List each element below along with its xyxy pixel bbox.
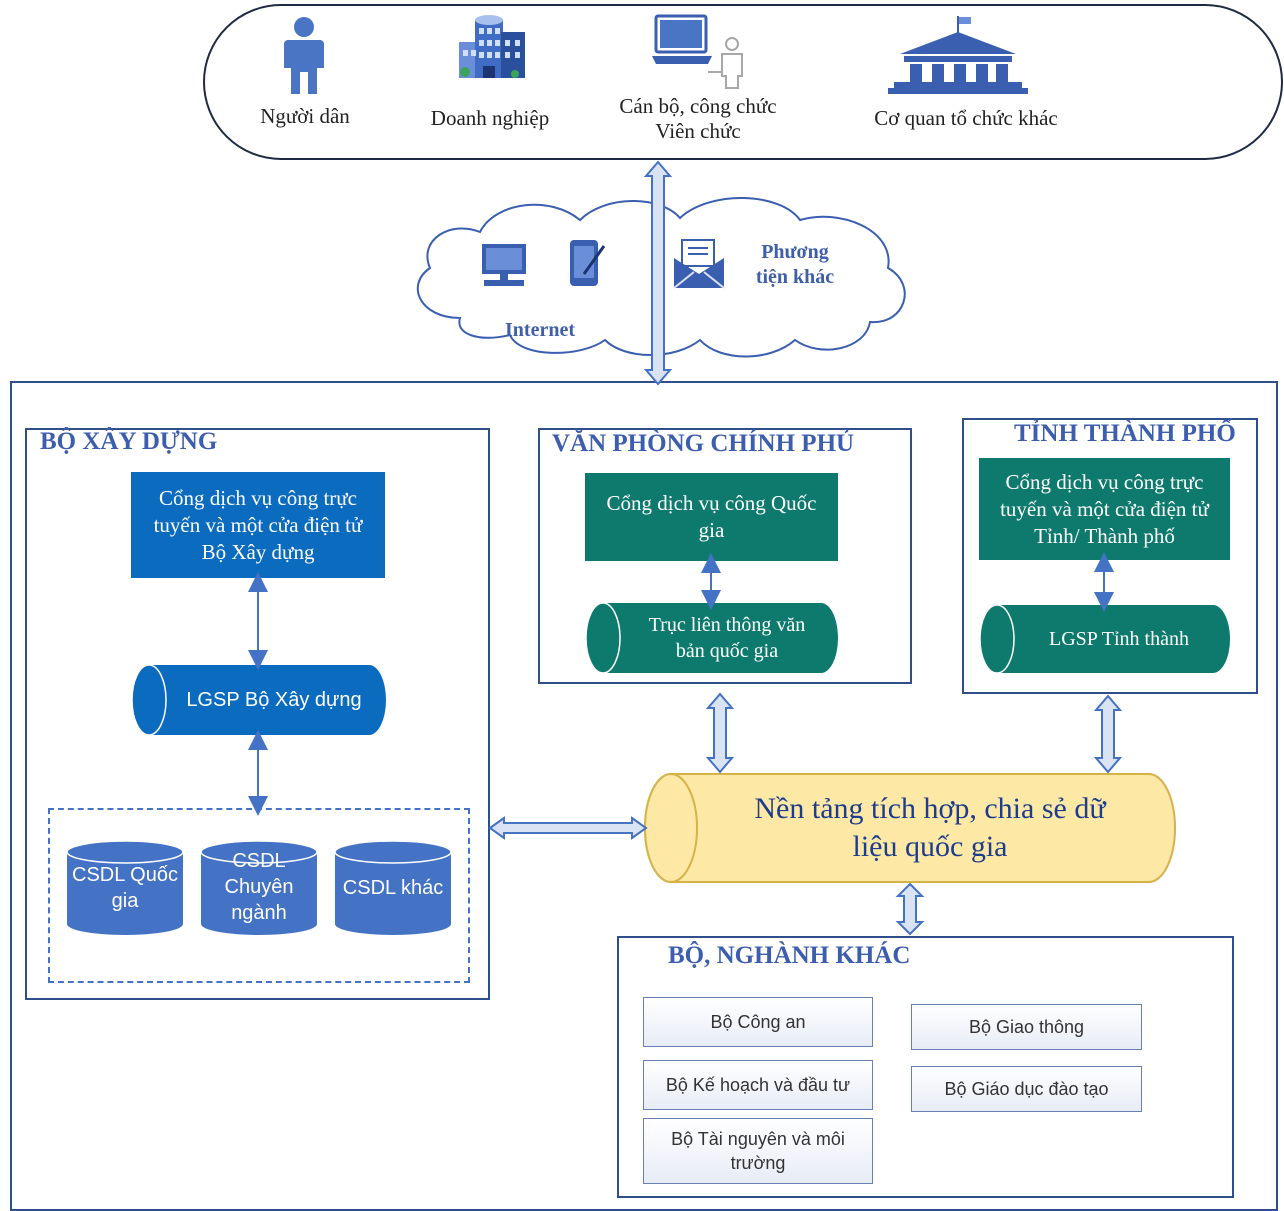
portal-bo-xay-dung-line1: Cổng dịch vụ công trực xyxy=(158,485,357,510)
database-national-line1: CSDL Quốc xyxy=(72,864,178,886)
actor-label-can-bo-line1: Cán bộ, công chức xyxy=(619,94,777,118)
portal-bo-xay-dung-line3: Bộ Xây dựng xyxy=(201,539,315,564)
database-cylinder-national xyxy=(66,840,184,935)
section-title-bo-nganh-khac: BỘ, NGHÀNH KHÁC xyxy=(668,942,911,969)
envelope-icon xyxy=(673,239,725,289)
database-national-label: CSDL Quốc gia xyxy=(66,858,184,918)
platform-label-line2: liệu quốc gia xyxy=(852,830,1008,863)
database-specialized-label: CSDL Chuyên ngành xyxy=(200,848,318,926)
desktop-computer-icon xyxy=(482,244,526,286)
government-building-icon xyxy=(888,16,1028,94)
ministry-tai-nguyen-line2: trường xyxy=(730,1153,786,1173)
laptop-user-icon xyxy=(652,14,743,89)
section-title-van-phong-chinh-phu: VĂN PHÒNG CHÍNH PHỦ xyxy=(552,430,855,457)
database-national-line2: gia xyxy=(111,890,139,912)
actor-label-can-bo: Cán bộ, công chức Viên chức xyxy=(598,94,798,144)
portal-tinh-thanh-pho: Cổng dịch vụ công trực tuyến và một cửa … xyxy=(979,458,1230,560)
portal-quoc-gia-line2: gia xyxy=(698,518,725,542)
tablet-pen-icon xyxy=(570,240,606,286)
actor-label-co-quan: Cơ quan tổ chức khác xyxy=(874,106,1058,130)
ministry-ke-hoach-dau-tu: Bộ Kế hoạch và đầu tư xyxy=(643,1060,873,1110)
actor-label-can-bo-line2: Viên chức xyxy=(655,119,741,143)
database-other-label: CSDL khác xyxy=(342,877,444,899)
section-title-bo-xay-dung: BỘ XÂY DỰNG xyxy=(40,428,218,455)
database-specialized-line3: ngành xyxy=(231,902,287,924)
ministry-giao-thong: Bộ Giao thông xyxy=(911,1004,1142,1050)
arrow-users-to-system xyxy=(643,160,673,386)
internet-label: Internet xyxy=(505,319,575,341)
ministry-cong-an: Bộ Công an xyxy=(643,997,873,1047)
portal-bo-xay-dung-line2: tuyến và một cửa điện tử xyxy=(153,512,363,537)
portal-tinh-thanh-pho-line1: Cổng dịch vụ công trực xyxy=(1005,469,1204,494)
actor-label-nguoi-dan: Người dân xyxy=(260,104,350,128)
database-specialized-line2: Chuyên xyxy=(224,876,294,898)
portal-bo-xay-dung: Cổng dịch vụ công trực tuyến và một cửa … xyxy=(131,472,385,578)
arrow-xay-dung-platform xyxy=(488,816,648,840)
platform-label: Nền tảng tích hợp, chia sẻ dữ liệu quốc … xyxy=(690,780,1170,876)
actor-label-doanh-nghiep: Doanh nghiệp xyxy=(430,106,550,130)
axis-van-ban-line1: Trục liên thông văn xyxy=(648,614,806,636)
section-title-tinh-thanh-pho: TỈNH THÀNH PHỐ xyxy=(1014,420,1236,447)
database-specialized-line1: CSDL xyxy=(232,850,286,872)
lgsp-tinh-thanh-label: LGSP Tỉnh thành xyxy=(1048,628,1189,650)
users-band xyxy=(203,4,1283,160)
axis-van-ban-cylinder xyxy=(585,602,838,674)
portal-tinh-thanh-pho-line3: Tỉnh/ Thành phố xyxy=(1034,523,1175,548)
building-icon xyxy=(459,15,525,78)
axis-van-ban-label: Trục liên thông văn bản quốc gia xyxy=(614,602,840,674)
lgsp-tinh-thanh-cylinder xyxy=(979,604,1230,674)
other-media-label-line1: Phương xyxy=(761,241,829,263)
portal-tinh-thanh-pho-line2: tuyến và một cửa điện tử xyxy=(1000,496,1209,521)
lgsp-bo-xay-dung-label: LGSP Bộ Xây dựng xyxy=(186,689,362,711)
arrow-platform-ministries xyxy=(895,882,925,936)
other-media-label-line2: tiện khác xyxy=(755,266,835,288)
arrow-vpcp-platform xyxy=(705,692,735,774)
ministry-tai-nguyen-moi-truong: Bộ Tài nguyên và môi trường xyxy=(643,1118,873,1184)
person-icon xyxy=(284,17,324,94)
axis-van-ban-line2: bản quốc gia xyxy=(675,640,779,662)
lgsp-bo-xay-dung-cylinder xyxy=(131,664,386,736)
other-media-label: Phương tiện khác xyxy=(740,240,850,290)
ministry-giao-duc-dao-tao: Bộ Giáo dục đào tạo xyxy=(911,1066,1142,1112)
arrow-tinh-platform xyxy=(1093,694,1123,774)
platform-label-line1: Nền tảng tích hợp, chia sẻ dữ xyxy=(754,792,1106,825)
ministry-tai-nguyen-line1: Bộ Tài nguyên và môi xyxy=(671,1129,845,1149)
portal-quoc-gia: Cổng dịch vụ công Quốc gia xyxy=(585,473,838,561)
portal-quoc-gia-line1: Cổng dịch vụ công Quốc xyxy=(606,491,817,515)
database-cylinder-other xyxy=(334,840,452,935)
database-cylinder-specialized xyxy=(200,840,318,935)
